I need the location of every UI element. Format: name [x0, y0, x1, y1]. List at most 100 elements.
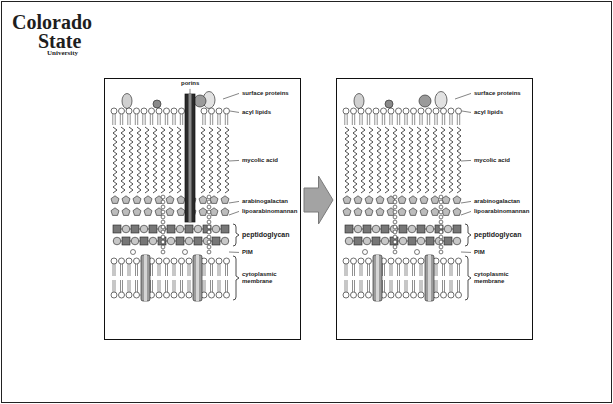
arabinogalactan-sugar: [221, 196, 229, 204]
lipid-head: [396, 258, 402, 264]
mycolic-acid-chain: [209, 127, 213, 193]
peptidoglycan-unit: [212, 225, 220, 233]
peptidoglycan-unit: [381, 237, 389, 245]
lipid-tail: [182, 114, 183, 125]
lipoarabinomannan-chain: [393, 220, 397, 224]
lipid-tail: [225, 264, 226, 276]
pim-molecule: [415, 250, 420, 255]
lipid-tail: [112, 114, 113, 125]
lipid-head: [388, 258, 394, 264]
mycolic-acid-chain: [385, 127, 389, 193]
lipid-tail: [450, 280, 451, 292]
lipid-tail: [392, 264, 393, 276]
lipid-head: [119, 292, 125, 298]
mycolic-acid-chain: [433, 127, 437, 193]
peptidoglycan-unit: [194, 225, 202, 233]
peptidoglycan-unit: [372, 237, 380, 245]
lipid-tail: [173, 264, 174, 276]
lipid-head: [201, 108, 207, 114]
lipid-tail: [390, 264, 391, 276]
lipid-head: [149, 108, 155, 114]
lipid-tail: [437, 114, 438, 125]
lipid-tail: [152, 114, 153, 125]
mycolic-acid-chain: [393, 127, 397, 193]
lipid-tail: [407, 264, 408, 276]
lipid-head: [134, 258, 140, 264]
lipid-head: [358, 292, 364, 298]
arabinogalactan-sugar: [144, 196, 152, 204]
lipid-tail: [157, 114, 158, 125]
lipid-tail: [145, 114, 146, 125]
lipoarabinomannan-chain: [207, 230, 211, 234]
cell-envelope-illustration: [343, 92, 462, 302]
arabinogalactan-sugar: [431, 208, 439, 216]
lipid-tail: [135, 264, 136, 276]
arabinogalactan-sugar: [166, 208, 174, 216]
peptidoglycan-unit: [185, 225, 193, 233]
lipid-tail: [130, 114, 131, 125]
lipid-tail: [150, 114, 151, 125]
lipid-tail: [227, 114, 228, 125]
peptidoglycan-unit: [194, 237, 202, 245]
lipoarabinomannan-chain: [393, 205, 397, 209]
lipid-tail: [422, 114, 423, 125]
cell-envelope-illustration: [111, 92, 230, 302]
peptidoglycan-unit: [167, 225, 175, 233]
peptidoglycan-unit: [131, 225, 139, 233]
lipid-tail: [384, 264, 385, 276]
lipid-tail: [167, 280, 168, 292]
lipid-tail: [175, 264, 176, 276]
lipid-head: [456, 108, 462, 114]
lipid-tail: [367, 264, 368, 276]
membrane-protein: [193, 255, 202, 301]
lipid-tail: [180, 280, 181, 292]
mycolic-acid-chain: [145, 127, 149, 193]
peptidoglycan-unit: [417, 237, 425, 245]
lipid-tail: [205, 280, 206, 292]
lipoarabinomannan-chain: [161, 225, 165, 229]
lipid-tail: [172, 114, 173, 125]
component-label: lipoarabinomannan: [474, 208, 529, 215]
lipid-tail: [397, 114, 398, 125]
lipid-head: [216, 108, 222, 114]
mycolic-acid-chain: [113, 127, 117, 193]
peptidoglycan-unit: [345, 237, 353, 245]
lipid-tail: [382, 114, 383, 125]
mycolic-acid-chain: [377, 127, 381, 193]
lipid-head: [403, 258, 409, 264]
lipid-tail: [452, 280, 453, 292]
lipid-head: [209, 108, 215, 114]
peptidoglycan-unit: [426, 237, 434, 245]
lipoarabinomannan-chain: [207, 220, 211, 224]
lipid-tail: [212, 114, 213, 125]
membrane-protein: [373, 255, 382, 301]
cell-wall-panel: porinssurface proteinsacyl lipidsmycolic…: [104, 78, 301, 340]
lipid-tail: [360, 264, 361, 276]
lipid-tail: [137, 264, 138, 276]
lipoarabinomannan-chain: [207, 210, 211, 214]
lipid-tail: [347, 114, 348, 125]
lipid-tail: [367, 114, 368, 125]
lipid-tail: [120, 264, 121, 276]
lipoarabinomannan-chain: [161, 205, 165, 209]
lipid-tail: [449, 114, 450, 125]
lipid-head: [403, 108, 409, 114]
lipoarabinomannan-chain: [439, 250, 443, 254]
lipid-tail: [225, 114, 226, 125]
peptidoglycan-unit: [149, 237, 157, 245]
lipoarabinomannan-chain: [439, 205, 443, 209]
lipid-head: [209, 258, 215, 264]
lipid-tail: [414, 264, 415, 276]
mycolic-acid-chain: [137, 127, 141, 193]
mycolic-acid-chain: [169, 127, 173, 193]
lipid-tail: [362, 264, 363, 276]
lipid-tail: [412, 280, 413, 292]
lipoarabinomannan-chain: [161, 195, 165, 199]
lipid-head: [343, 108, 349, 114]
lipid-tail: [442, 114, 443, 125]
lipid-head: [126, 258, 132, 264]
lipid-tail: [360, 280, 361, 292]
lipid-tail: [225, 280, 226, 292]
lipid-tail: [374, 114, 375, 125]
